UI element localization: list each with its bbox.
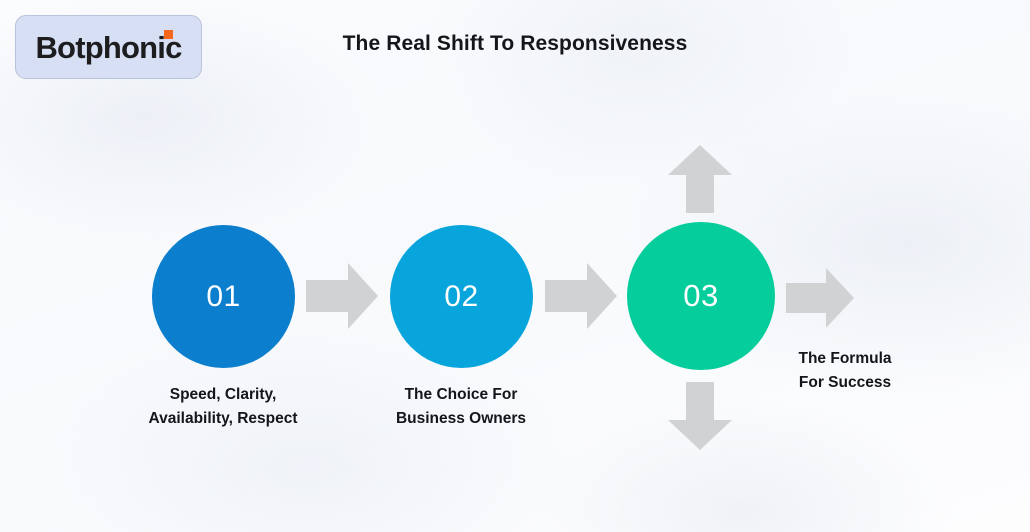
step-circle-02: 02 (390, 225, 533, 368)
step-caption-01: Speed, Clarity, Availability, Respect (148, 386, 298, 428)
brand-logo-label: Botphonic (35, 29, 182, 65)
step-number-02: 02 (444, 279, 479, 313)
step-circle-03: 03 (627, 222, 775, 370)
brand-logo-text: Botphonic (35, 29, 182, 65)
step-circle-01: 01 (152, 225, 295, 368)
page-title: The Real Shift To Responsiveness (342, 32, 688, 55)
step-number-03: 03 (683, 278, 719, 313)
arrow-up-icon (668, 145, 732, 213)
step-caption-02: The Choice For Business Owners (395, 386, 527, 428)
step-caption-03: The Formula For Success (798, 350, 892, 392)
brand-logo: Botphonic (15, 15, 202, 79)
arrow-right-1-icon (306, 263, 378, 329)
arrow-down-icon (668, 382, 732, 450)
brand-logo-dot-icon (163, 29, 173, 39)
step-number-01: 01 (206, 279, 241, 313)
arrow-right-3-icon (786, 268, 854, 328)
arrow-right-2-icon (545, 263, 617, 329)
